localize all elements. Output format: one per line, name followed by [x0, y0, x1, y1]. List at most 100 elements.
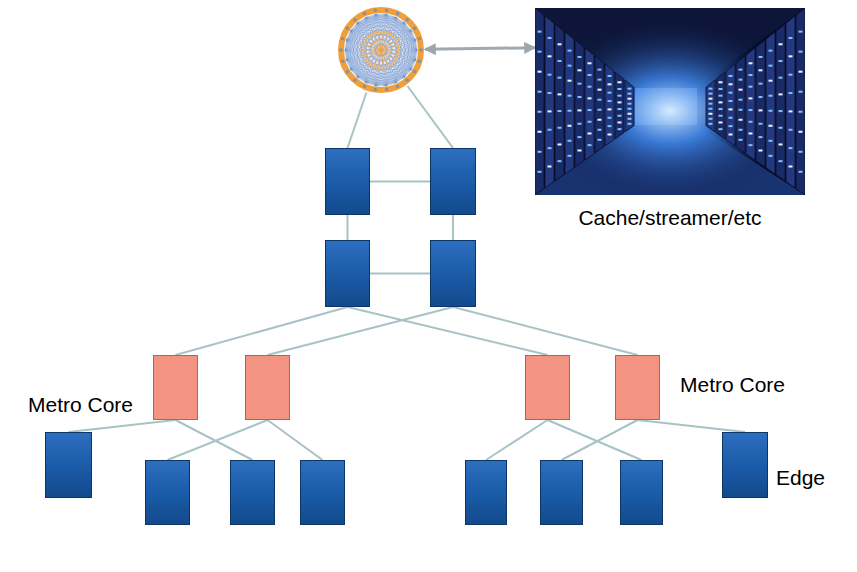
rack-light [749, 132, 753, 134]
rack-light [628, 123, 632, 125]
edge-router [45, 432, 92, 498]
datacenter-image [535, 8, 805, 195]
rack-light [759, 149, 763, 151]
rack-light [608, 83, 612, 85]
rack-light [739, 129, 743, 131]
cloud-label: Metro Core [28, 392, 133, 417]
mesh-line [351, 31, 412, 70]
mesh-dot [346, 27, 350, 31]
rack-light [709, 123, 713, 125]
mesh-dot [339, 48, 343, 52]
server-rack [555, 24, 564, 181]
network-link [548, 420, 642, 460]
mesh-line [386, 14, 411, 30]
network-mesh-icon [337, 5, 425, 95]
rack-light [568, 140, 572, 142]
mesh-dot [341, 37, 345, 41]
mesh-line [405, 40, 416, 77]
rack-light [759, 109, 763, 111]
mesh-line [357, 40, 415, 77]
server-rack [625, 80, 634, 132]
rack-light [719, 81, 723, 83]
rack-light [719, 121, 723, 123]
network-link [168, 420, 268, 460]
mesh-dot [413, 70, 417, 74]
network-link [347, 215, 349, 240]
network-link [425, 48, 535, 50]
cloud-shape [9, 334, 400, 558]
rack-light [719, 88, 723, 90]
rack-light [779, 110, 783, 112]
rack-light [789, 147, 793, 149]
rack-light [558, 43, 562, 45]
rack-light [538, 171, 542, 173]
mesh-line [366, 17, 415, 40]
rack-light [588, 62, 592, 64]
datacenter-photo: Cache/streamer/etc [535, 8, 805, 230]
rack-light [588, 144, 592, 146]
rack-light [749, 144, 753, 146]
server-rack [756, 40, 765, 167]
rack-light [558, 60, 562, 62]
core-router [430, 240, 476, 307]
rack-light [578, 136, 582, 138]
rack-light [739, 69, 743, 71]
edge-router [145, 460, 190, 525]
rack-light [618, 95, 622, 97]
rack-light [538, 111, 542, 113]
rack-light [558, 110, 562, 112]
rack-light [769, 125, 773, 127]
rack-light [709, 118, 713, 120]
rack-light [799, 171, 803, 173]
rack-light [769, 50, 773, 52]
server-rack [575, 40, 584, 167]
rack-light [789, 92, 793, 94]
metro-core-router [615, 355, 660, 420]
network-link [69, 420, 176, 432]
network-link [268, 420, 323, 460]
server-rack [726, 64, 735, 146]
mesh-line [376, 14, 416, 39]
rack-light [558, 160, 562, 162]
rack-light [538, 51, 542, 53]
rack-light [568, 95, 572, 97]
network-mesh-node [337, 5, 425, 95]
rack-light [598, 119, 602, 121]
rack-light [769, 80, 773, 82]
rack-light [799, 131, 803, 133]
rack-light [548, 92, 552, 94]
mesh-line [351, 31, 412, 70]
network-link [176, 307, 348, 355]
rack-light [719, 108, 723, 110]
rack-light [618, 121, 622, 123]
mesh-line [351, 30, 412, 31]
mesh-ring [341, 10, 421, 90]
server-rack [776, 24, 785, 181]
rack-light [749, 86, 753, 88]
rack-light [729, 108, 733, 110]
rack-light [548, 110, 552, 112]
rack-light [608, 108, 612, 110]
rack-light [538, 71, 542, 73]
server-rack [595, 56, 604, 153]
rack-light [618, 88, 622, 90]
rack-light [578, 83, 582, 85]
rack-light [578, 96, 582, 98]
rack-light [628, 103, 632, 105]
server-rack [585, 48, 594, 160]
rack-light [759, 83, 763, 85]
rack-light [628, 88, 632, 90]
mesh-line [357, 14, 386, 22]
rack-light [568, 155, 572, 157]
rack-light [608, 100, 612, 102]
rack-light [578, 149, 582, 151]
rack-light [719, 128, 723, 130]
server-rack [545, 16, 554, 188]
rack-light [779, 93, 783, 95]
mesh-core [359, 29, 402, 72]
rack-light [568, 125, 572, 127]
rack-light [739, 79, 743, 81]
rack-light [739, 139, 743, 141]
mesh-dot [346, 70, 350, 74]
metro-core-router [525, 355, 570, 420]
